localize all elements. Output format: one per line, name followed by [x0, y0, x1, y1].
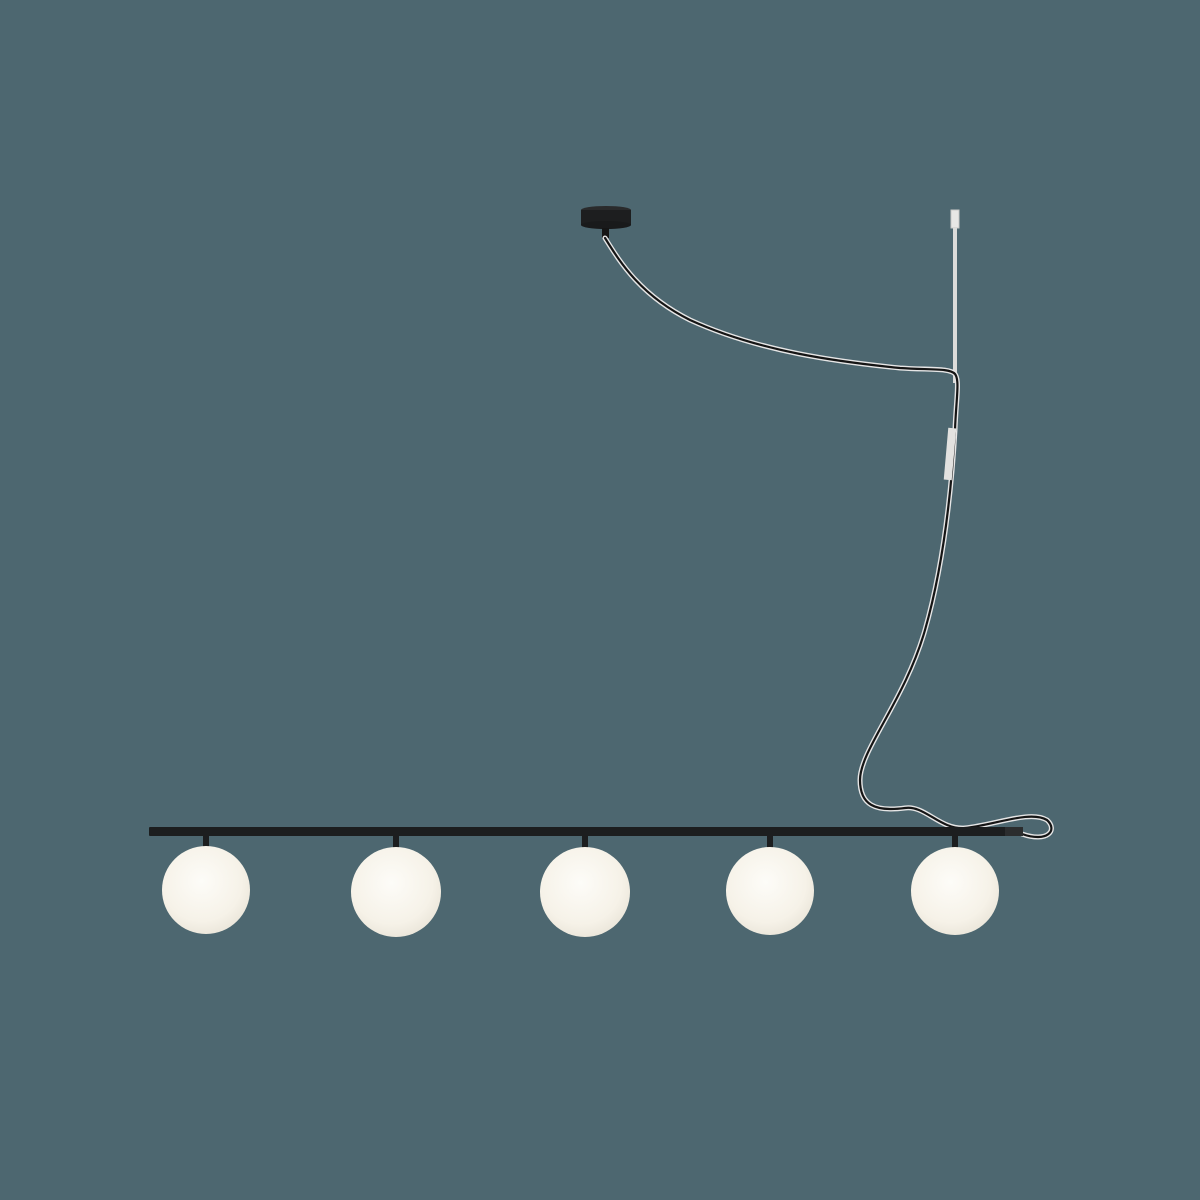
globe-5: [911, 836, 999, 935]
power-cable: [602, 235, 1054, 840]
lamp-bar: [149, 827, 1023, 836]
ceiling-canopy: [581, 206, 631, 238]
globe-4: [726, 836, 814, 935]
globe-3: [540, 836, 630, 937]
globe-1: [162, 836, 250, 934]
globe-2: [351, 836, 441, 937]
wall-hook: [950, 209, 960, 383]
